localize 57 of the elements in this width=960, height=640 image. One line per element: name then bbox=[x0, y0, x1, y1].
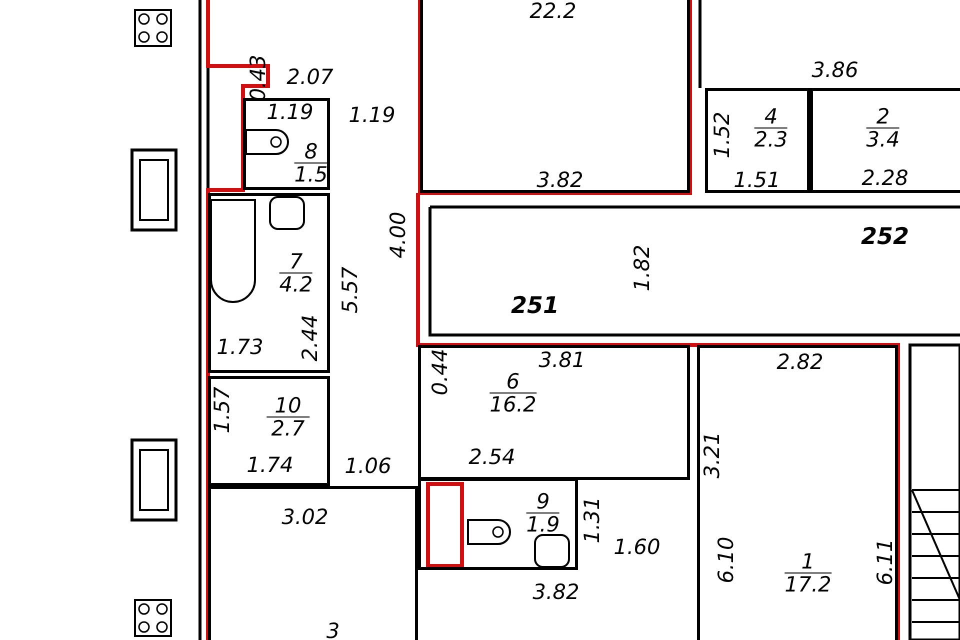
dimension-label: 6.11 bbox=[874, 538, 896, 586]
room-number: 2 bbox=[866, 106, 900, 128]
unit-number: 252 bbox=[861, 226, 909, 248]
room-area: 3.4 bbox=[866, 128, 900, 150]
room-number: 4 bbox=[754, 106, 788, 128]
room-number: 8 bbox=[294, 140, 328, 164]
room bbox=[418, 478, 578, 570]
room-area: 17.2 bbox=[784, 574, 832, 596]
dimension-label: 1.51 bbox=[734, 169, 780, 191]
dimension-label: 1.60 bbox=[614, 536, 660, 558]
dimension-label: 1.52 bbox=[711, 112, 733, 158]
dimension-label: 6.10 bbox=[715, 536, 737, 584]
room-number: 6 bbox=[490, 370, 536, 394]
dimension-label: 3.81 bbox=[538, 349, 586, 371]
room-number: 10 bbox=[266, 394, 310, 418]
room-area: 3 bbox=[326, 620, 340, 640]
unit-number: 251 bbox=[511, 295, 559, 317]
dimension-label: 1.82 bbox=[631, 244, 653, 292]
dimension-label: 2.54 bbox=[468, 446, 516, 468]
dimension-label: 1.19 bbox=[348, 104, 396, 126]
dimension-label: 1.57 bbox=[211, 386, 233, 434]
room bbox=[208, 193, 330, 373]
dimension-label: 3.82 bbox=[532, 581, 580, 603]
dimension-label: 2.44 bbox=[299, 314, 321, 362]
room-area: 22.2 bbox=[530, 0, 576, 22]
room bbox=[418, 345, 690, 480]
room bbox=[243, 98, 330, 190]
dimension-label: 3.21 bbox=[701, 432, 723, 478]
dimension-label: 3.86 bbox=[812, 59, 858, 81]
room-area: 1.5 bbox=[294, 164, 328, 186]
room-number: 7 bbox=[279, 250, 313, 274]
room bbox=[697, 345, 898, 640]
room bbox=[208, 486, 418, 640]
room-area: 4.2 bbox=[279, 274, 313, 296]
room bbox=[208, 376, 330, 486]
room bbox=[420, 0, 690, 193]
room-area: 2.3 bbox=[754, 128, 788, 150]
dimension-label: 5.57 bbox=[339, 266, 361, 314]
room-number: 1 bbox=[784, 550, 832, 574]
dimension-label: 2.28 bbox=[862, 167, 908, 189]
dimension-label: 0.44 bbox=[429, 348, 451, 396]
dimension-label: 1.31 bbox=[581, 496, 603, 544]
dimension-label: 3.02 bbox=[282, 506, 328, 528]
dimension-label: 1.19 bbox=[266, 101, 314, 123]
room bbox=[705, 88, 810, 193]
room-area: 2.7 bbox=[266, 418, 310, 440]
dimension-label: 1.73 bbox=[216, 336, 264, 358]
dimension-label: 4.00 bbox=[387, 212, 409, 258]
room bbox=[810, 88, 960, 193]
room-number: 9 bbox=[526, 490, 560, 514]
dimension-label: 2.82 bbox=[776, 351, 824, 373]
room-area: 1.9 bbox=[526, 514, 560, 536]
room-area: 16.2 bbox=[490, 394, 536, 416]
dimension-label: 1.74 bbox=[246, 454, 294, 476]
dimension-label: 3.82 bbox=[536, 169, 584, 191]
dimension-label: 1.06 bbox=[344, 455, 392, 477]
dimension-label: 2.07 bbox=[286, 66, 334, 88]
